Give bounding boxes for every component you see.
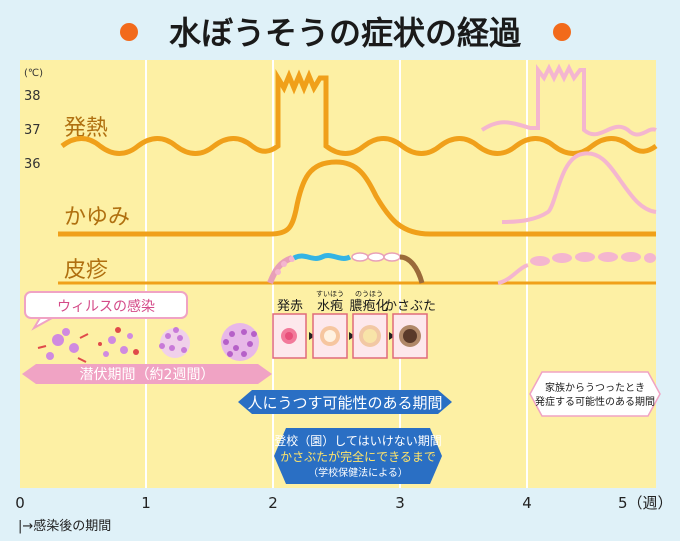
- x-tick-5: 5（週）: [618, 494, 673, 512]
- temperature-unit: (℃): [24, 68, 43, 79]
- virus-illustration-4: [221, 323, 259, 361]
- stage-box-redness: [272, 313, 307, 359]
- incubation-label: 潜伏期間（約2週間）: [80, 367, 215, 383]
- rash-pustule-segment: [351, 252, 401, 262]
- stage-box-pustule: [352, 313, 388, 359]
- temperature-tick-38: 38: [24, 89, 41, 104]
- virus-illustration-3: [159, 327, 190, 358]
- x-axis-note: |→感染後の期間: [18, 518, 111, 534]
- virus-illustration-1: [37, 328, 89, 363]
- chart-panel: [20, 60, 656, 488]
- rash-blister-segment: [292, 253, 352, 261]
- x-tick-0: 0: [15, 494, 25, 512]
- x-tick-2: 2: [268, 494, 278, 512]
- week-gridlines: [145, 60, 528, 488]
- family-rash-spots: [530, 252, 656, 266]
- family-line-1: 家族からうつったとき: [545, 381, 645, 394]
- stage-ruby-blister: すいほう: [316, 290, 344, 298]
- family-banner: [529, 371, 661, 417]
- stage-arrow-3: [389, 332, 395, 340]
- rash-redness-dots: [275, 256, 295, 275]
- contagious-label: 人にうつす可能性のある期間: [247, 394, 442, 412]
- title-left-dot: [120, 23, 138, 41]
- school-line-1: 登校（園）してはいけない期間: [274, 433, 441, 448]
- fever-curve: [60, 68, 658, 156]
- school-line-2: かさぶたが完全にできるまで: [280, 449, 436, 464]
- itch-label: かゆみ: [64, 205, 130, 230]
- x-tick-3: 3: [395, 494, 405, 512]
- stage-label-blister: 水疱: [317, 298, 343, 314]
- temperature-tick-36: 36: [24, 157, 41, 172]
- virus-callout-tail: [31, 317, 56, 331]
- virus-illustration-2: [98, 327, 139, 357]
- stage-arrow-2: [349, 332, 355, 340]
- stage-arrow-1: [309, 332, 315, 340]
- x-tick-1: 1: [141, 494, 151, 512]
- title-right-dot: [553, 23, 571, 41]
- page-title: 水ぼうそうの症状の経過: [169, 14, 522, 52]
- stage-label-redness: 発赤: [277, 299, 303, 314]
- itch-curve: [58, 159, 656, 237]
- rash-scab-segment: [399, 254, 425, 284]
- school-line-3: （学校保健法による）: [308, 466, 408, 479]
- stage-label-scab: かさぶた: [384, 299, 436, 314]
- rash-label: 皮疹: [64, 258, 108, 283]
- stage-box-scab: [392, 313, 428, 359]
- stage-ruby-pustule: のうほう: [355, 290, 383, 298]
- family-fever-curve: [480, 63, 657, 137]
- family-rash-start: [497, 263, 529, 285]
- stage-label-pustule: 膿疱化: [349, 298, 388, 314]
- virus-callout: [24, 291, 188, 319]
- virus-callout-text: ウィルスの感染: [57, 298, 155, 315]
- contagious-arrow: [238, 390, 452, 414]
- family-line-2: 発症する可能性のある期間: [535, 395, 655, 408]
- school-banner: [274, 428, 442, 484]
- stage-box-blister: [312, 313, 348, 359]
- x-tick-4: 4: [522, 494, 532, 512]
- family-itch-curve: [501, 151, 657, 224]
- incubation-arrow: [22, 364, 272, 384]
- temperature-tick-37: 37: [24, 123, 41, 138]
